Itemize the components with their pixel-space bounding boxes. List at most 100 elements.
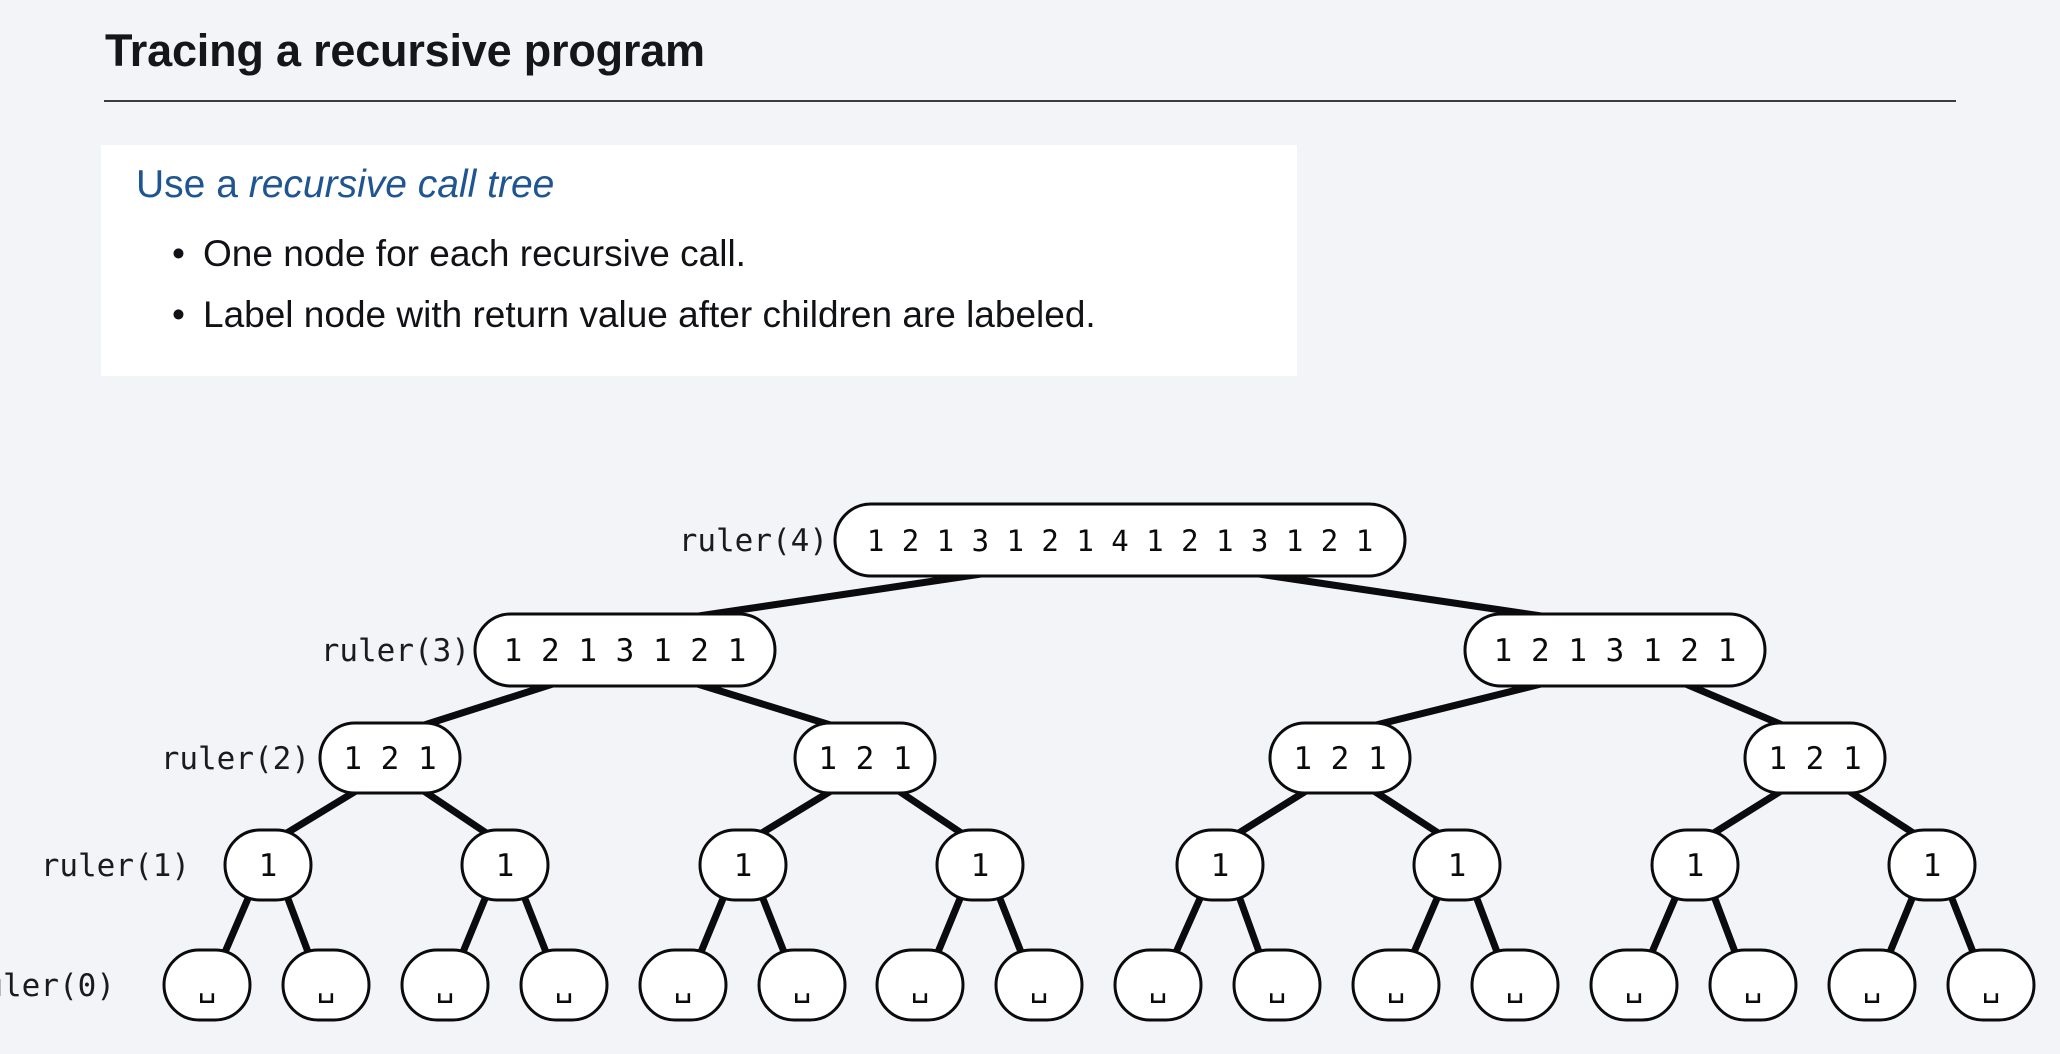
node-outline	[162, 948, 252, 1022]
tree-node: ␣	[994, 948, 1084, 1022]
node-outline	[1650, 828, 1740, 902]
lead-prefix: Use a	[136, 163, 249, 206]
node-value: ␣	[555, 968, 574, 1004]
node-outline	[1827, 948, 1917, 1022]
tree-edge	[414, 678, 563, 731]
node-value: ␣	[674, 968, 693, 1004]
tree-node: 1	[1650, 828, 1740, 902]
node-value: 1	[496, 848, 515, 884]
tree-edge	[1241, 568, 1559, 622]
tree-edge	[283, 892, 313, 958]
node-value: 1	[1686, 848, 1705, 884]
tree-node: 1	[698, 828, 788, 902]
node-value: ␣	[436, 968, 455, 1004]
tree-edge	[1677, 678, 1791, 731]
tree-edge	[458, 892, 490, 958]
tree-edge	[1708, 785, 1788, 838]
tree-edge	[1885, 892, 1917, 958]
node-outline	[1708, 948, 1798, 1022]
node-outline	[1113, 948, 1203, 1022]
tree-node: ␣	[162, 948, 252, 1022]
list-item-label: Label node with return value after child…	[203, 294, 1096, 335]
node-value: 1 2 1	[1293, 741, 1386, 777]
node-outline	[698, 828, 788, 902]
node-value: ␣	[1268, 968, 1287, 1004]
tree-edge	[1364, 678, 1553, 731]
node-value: ␣	[911, 968, 930, 1004]
tree-edge	[681, 568, 999, 622]
node-outline	[318, 721, 462, 795]
node-outline	[833, 502, 1407, 578]
tree-node: 1 2 1	[1743, 721, 1887, 795]
node-value: 1	[1448, 848, 1467, 884]
node-outline	[1268, 721, 1412, 795]
tree-node: 1 2 1	[793, 721, 937, 795]
node-outline	[460, 828, 550, 902]
node-value: ␣	[1744, 968, 1763, 1004]
node-outline	[473, 612, 777, 688]
node-outline	[1412, 828, 1502, 902]
node-outline	[994, 948, 1084, 1022]
node-outline	[400, 948, 490, 1022]
bullet-icon: •	[172, 294, 185, 335]
tree-node: 1 2 1 3 1 2 1	[473, 612, 777, 688]
level-label-1: ruler(3)	[321, 633, 470, 669]
page-title: Tracing a recursive program	[105, 25, 705, 76]
node-value: ␣	[1149, 968, 1168, 1004]
node-value: ␣	[1982, 968, 2001, 1004]
tree-edge	[1947, 892, 1978, 958]
tree-node: ␣	[757, 948, 847, 1022]
tree-edge	[687, 678, 841, 731]
tree-edge	[995, 892, 1026, 958]
tree-edge	[1647, 892, 1680, 958]
tree-edge	[1233, 785, 1313, 838]
node-value: 1	[1211, 848, 1230, 884]
tree-edge	[1842, 785, 1919, 838]
node-outline	[1946, 948, 2036, 1022]
level-label-4: ruler(0)	[0, 968, 115, 1004]
node-value: 1 2 1	[1768, 741, 1861, 777]
node-outline	[875, 948, 965, 1022]
tree-edge	[756, 785, 838, 838]
node-value: ␣	[1625, 968, 1644, 1004]
tree-edge	[520, 892, 551, 958]
level-label-2: ruler(2)	[161, 741, 310, 777]
node-value: 1 2 1 3 1 2 1 4 1 2 1 3 1 2 1	[867, 524, 1373, 558]
node-outline	[519, 948, 609, 1022]
level-label-0: ruler(4)	[679, 523, 828, 559]
tree-edge	[1235, 892, 1264, 958]
tree-node: ␣	[875, 948, 965, 1022]
tree-edge	[1171, 892, 1205, 958]
tree-node: ␣	[1351, 948, 1441, 1022]
node-outline	[281, 948, 371, 1022]
tree-edge	[417, 785, 492, 838]
tree-node: ␣	[1470, 948, 1560, 1022]
node-outline	[935, 828, 1025, 902]
tree-node: 1 2 1	[1268, 721, 1412, 795]
tree-node: 1 2 1 3 1 2 1 4 1 2 1 3 1 2 1	[833, 502, 1407, 578]
list-item: •One node for each recursive call.	[136, 223, 1096, 284]
node-outline	[223, 828, 313, 902]
tree-node: 1	[1412, 828, 1502, 902]
tree-edge	[892, 785, 967, 838]
node-outline	[1175, 828, 1265, 902]
node-outline	[1470, 948, 1560, 1022]
node-outline	[1351, 948, 1441, 1022]
node-value: ␣	[1863, 968, 1882, 1004]
node-outline	[757, 948, 847, 1022]
tree-node: ␣	[519, 948, 609, 1022]
node-value: 1	[259, 848, 278, 884]
tree-node: ␣	[1946, 948, 2036, 1022]
node-value: ␣	[1030, 968, 1049, 1004]
tree-edge-layer	[220, 568, 1978, 958]
tree-node: 1	[1887, 828, 1977, 902]
tree-edge	[696, 892, 728, 958]
tree-node: ␣	[1708, 948, 1798, 1022]
tree-edge	[1710, 892, 1740, 958]
tree-node: ␣	[638, 948, 728, 1022]
node-outline	[1887, 828, 1977, 902]
node-value: 1	[734, 848, 753, 884]
node-value: ␣	[317, 968, 336, 1004]
tree-node: ␣	[1113, 948, 1203, 1022]
node-value: 1	[1923, 848, 1942, 884]
